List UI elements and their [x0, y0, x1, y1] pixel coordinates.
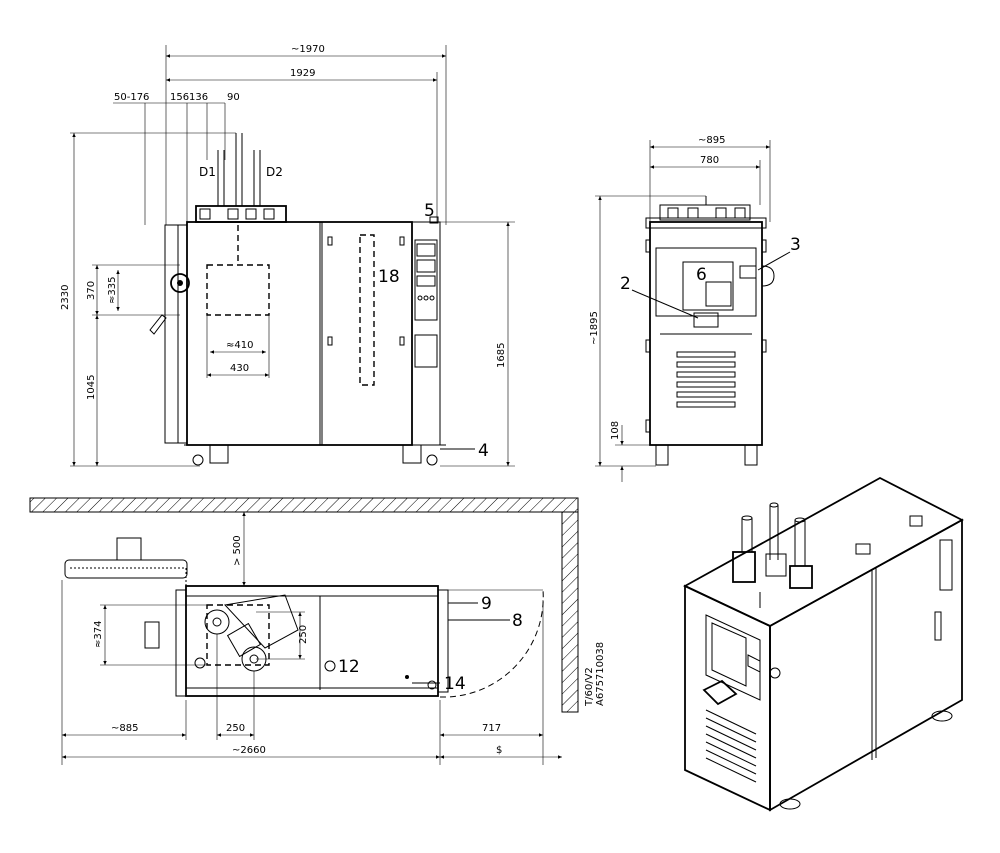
- callout-14: 14: [444, 674, 466, 694]
- callout-9: 9: [481, 594, 492, 614]
- side-window: [655, 247, 757, 317]
- dim-overall-width: ~1970: [291, 44, 325, 55]
- dim-side-total-height: ~1895: [589, 311, 600, 345]
- dim-side-base: 108: [610, 421, 621, 440]
- dim-s-mark: $: [496, 745, 502, 756]
- dim-frame-width: 1929: [290, 68, 315, 79]
- wall-right: [561, 511, 579, 713]
- dim-width-374: ≈374: [93, 621, 104, 648]
- callout-4: 4: [478, 441, 489, 461]
- dim-offset-90: 90: [227, 92, 240, 103]
- dim-clearance-back: > 500: [232, 535, 243, 566]
- doc-ref-line2: A675710038: [595, 642, 606, 706]
- label-d1: D1: [199, 165, 216, 179]
- isometric-view: [683, 476, 964, 812]
- coupling-block: [195, 205, 287, 223]
- label-d2: D2: [266, 165, 283, 179]
- window-outline: [206, 264, 270, 316]
- side-view: ~895 780 ~1895 108 2 3 6: [589, 135, 801, 482]
- callout-3: 3: [790, 235, 801, 255]
- dim-left-depth: ~885: [111, 723, 138, 734]
- dim-overall-length: ~2660: [232, 745, 266, 756]
- side-body: [649, 221, 763, 446]
- callout-12: 12: [338, 657, 360, 677]
- dim-offset-left: 50-176: [114, 92, 149, 103]
- dim-offset-136: 136: [189, 92, 208, 103]
- callout-5: 5: [424, 201, 435, 221]
- dim-port-height: 370: [86, 281, 97, 300]
- dim-250-vertical: 250: [298, 625, 309, 644]
- dim-window: 430: [230, 363, 249, 374]
- dim-window-inner: ≈410: [226, 340, 253, 351]
- front-view: ~1970 1929 50-176 156 136 90 D1 D2 2330 …: [60, 44, 515, 467]
- iso-display-icon: [702, 679, 738, 706]
- dim-side-frame-width: 780: [700, 155, 719, 166]
- dim-port-bottom: 1045: [86, 375, 97, 400]
- iso-window: [705, 614, 761, 701]
- dim-total-height: 2330: [60, 285, 71, 310]
- dim-offset-156: 156: [170, 92, 189, 103]
- side-panel-display: [693, 312, 719, 328]
- callout-18: 18: [378, 267, 400, 287]
- dim-port-inner: ≈335: [107, 277, 118, 304]
- coupling-d1-icon: [204, 609, 230, 635]
- dim-250-horizontal: 250: [226, 723, 245, 734]
- dim-side-overall-width: ~895: [698, 135, 725, 146]
- port-handle-icon: [170, 273, 190, 293]
- doc-ref-line1: T/60/V2: [584, 667, 595, 707]
- control-panel: [414, 239, 438, 321]
- callout-6: 6: [696, 265, 707, 285]
- control-panel-column: [411, 221, 441, 446]
- callout-8: 8: [512, 611, 523, 631]
- top-view: > 500 ≈374 250 250 ~885 717 ~2660 $ 9 8 …: [29, 497, 606, 765]
- wall-top: [29, 497, 579, 513]
- top-cabinet: [185, 585, 439, 697]
- dim-door-swing: 717: [482, 723, 501, 734]
- cabinet-body: [186, 221, 413, 446]
- callout-2: 2: [620, 274, 631, 294]
- dim-cabinet-height: 1685: [496, 343, 507, 368]
